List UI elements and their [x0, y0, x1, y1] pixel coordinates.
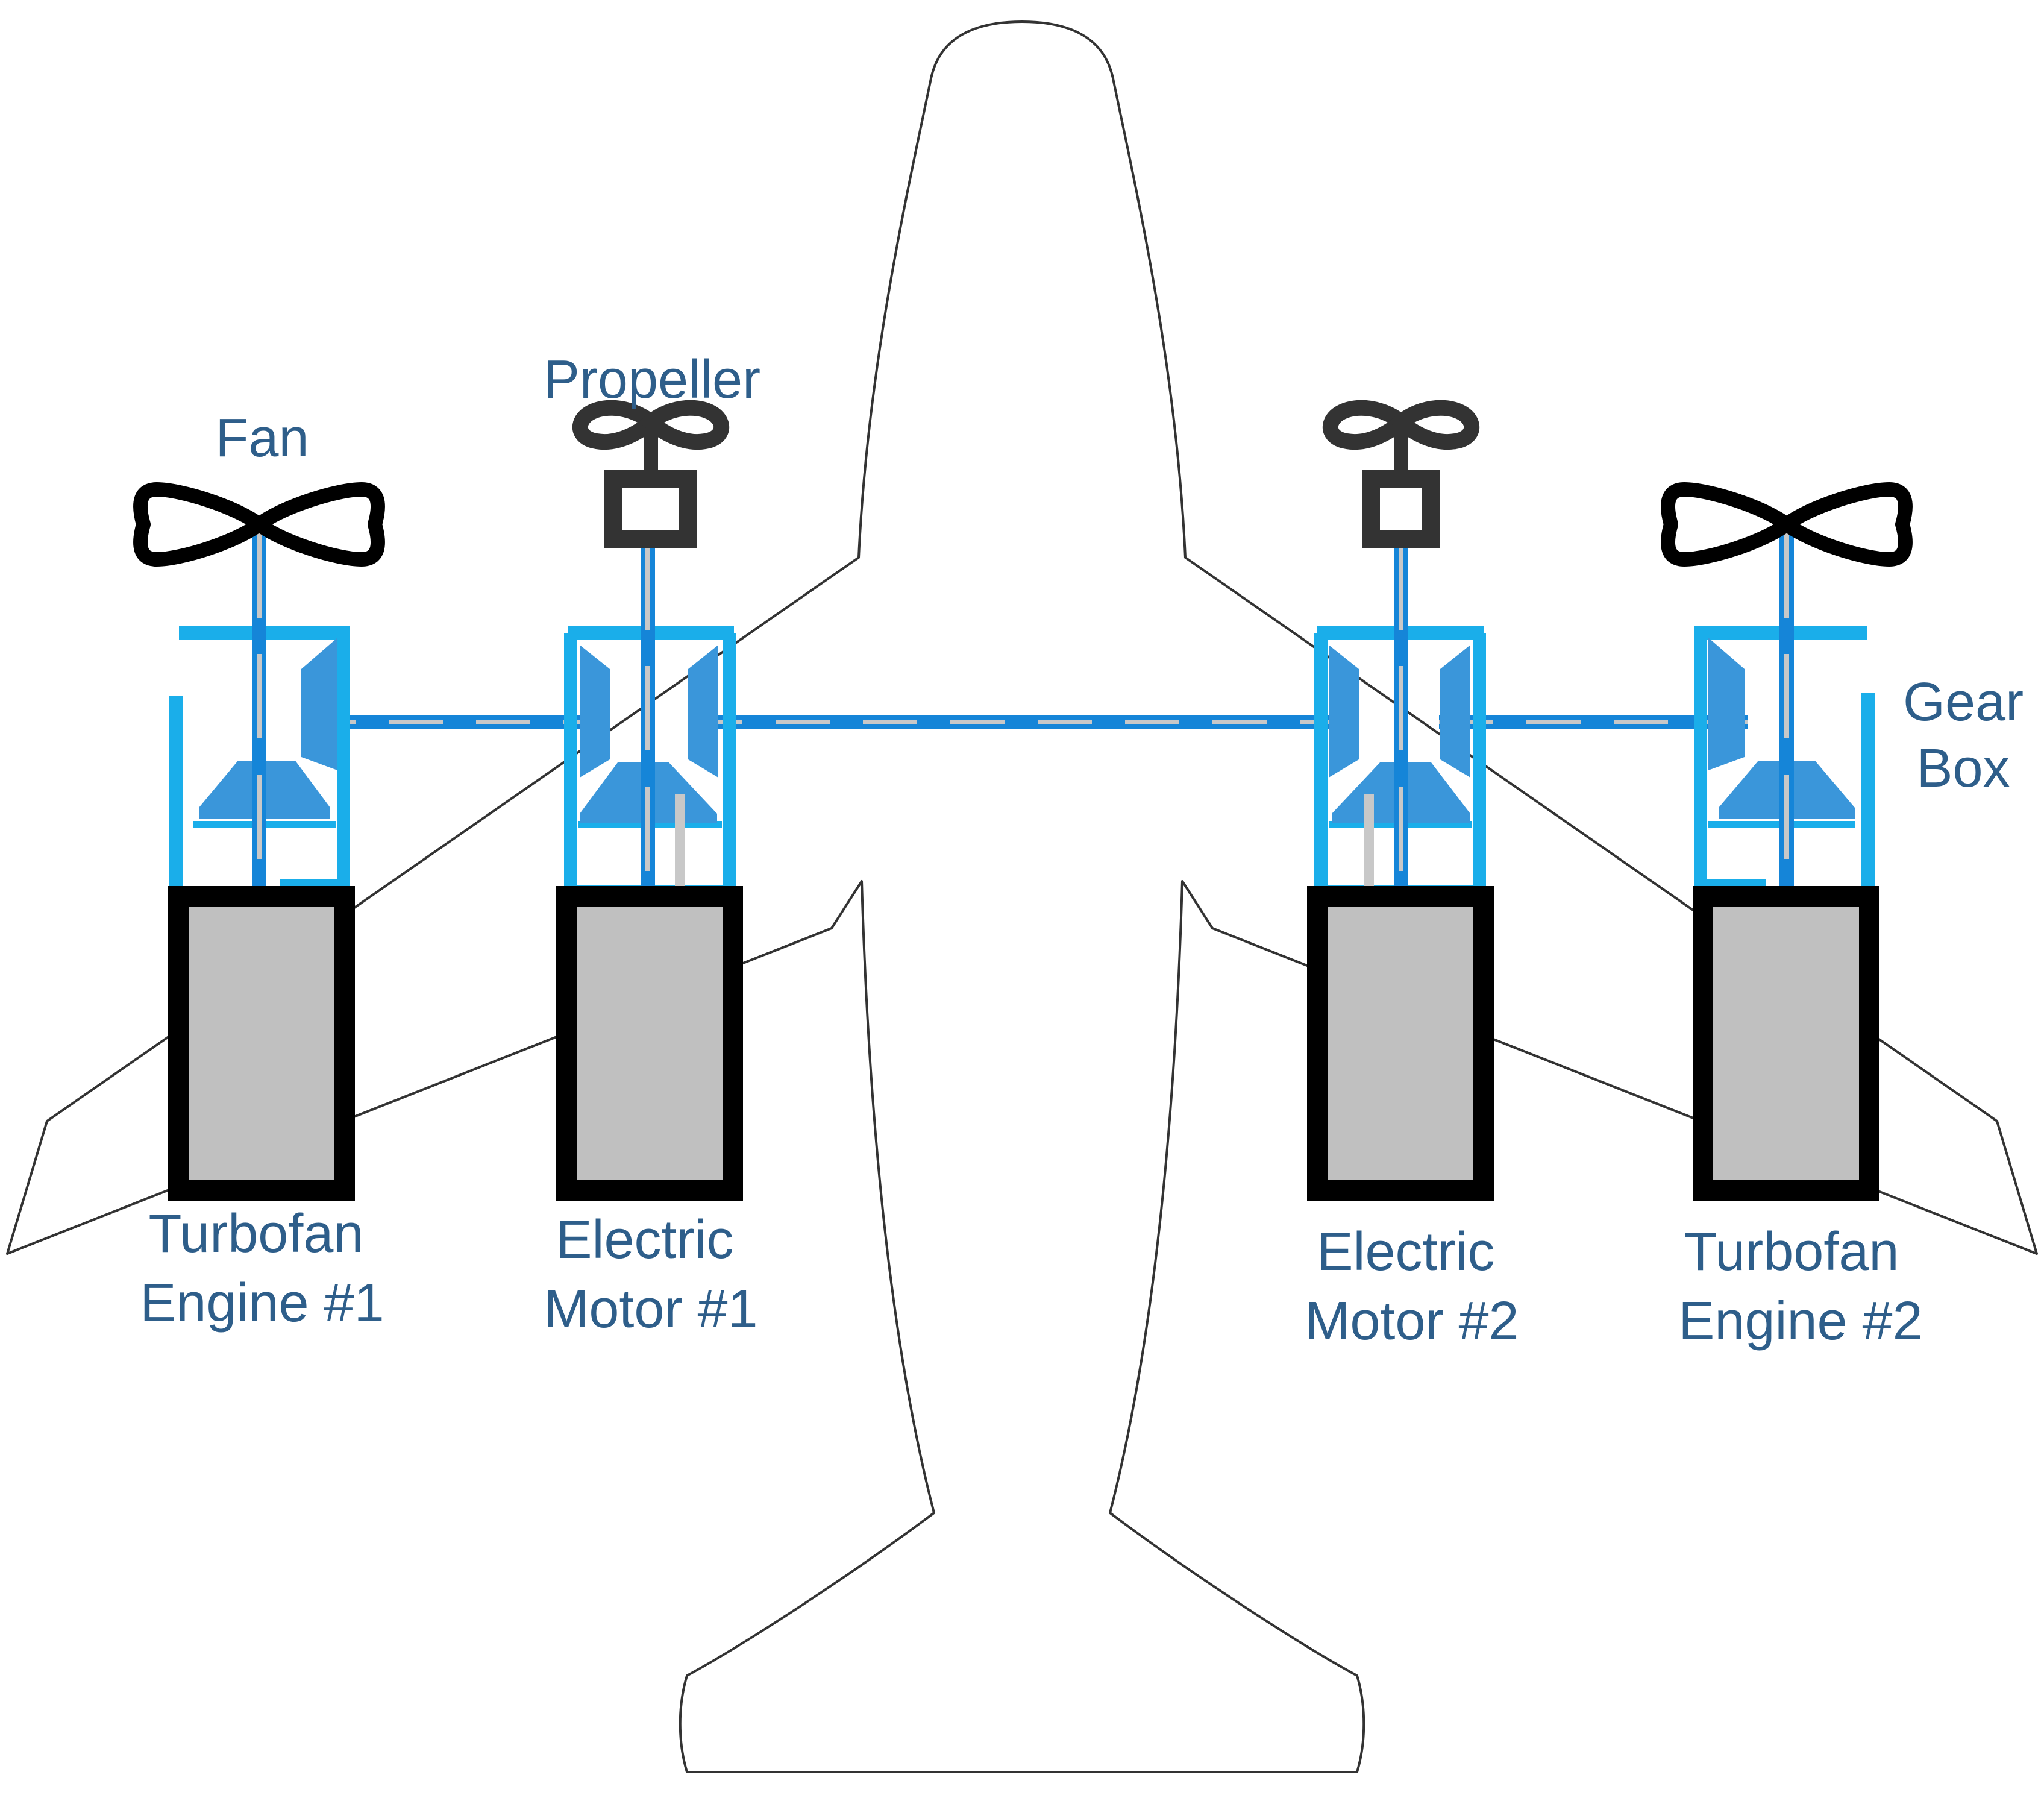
bevel-gear [580, 645, 610, 778]
gearbox-label-line2: Box [1916, 738, 2010, 799]
bevel-gear [688, 645, 718, 778]
bevel-gear [301, 638, 337, 770]
turbofan-engine-2-block [1693, 886, 1879, 1201]
motor-2-label-line2: Motor #2 [1305, 1291, 1519, 1351]
electric-motor-2-block [1307, 886, 1494, 1201]
motor-1-label-line1: Electric [556, 1210, 733, 1270]
turbofan-engine-1-block [168, 886, 355, 1201]
fan-icon [133, 482, 385, 567]
electric-motor-1-assembly [556, 400, 743, 1201]
fan-icon [1661, 482, 1913, 567]
turbofan-2-label-line1: Turbofan [1684, 1222, 1899, 1282]
motor-1-label-line2: Motor #1 [544, 1279, 757, 1339]
fan-label: Fan [215, 408, 309, 468]
propeller-icon [572, 400, 730, 548]
propeller-label: Propeller [544, 350, 760, 410]
bevel-gear [1708, 638, 1745, 770]
gearbox-label-line1: Gear [1903, 672, 2024, 732]
turbofan-2-label-line2: Engine #2 [1678, 1291, 1922, 1351]
turbofan-1-label-line2: Engine #1 [140, 1273, 384, 1333]
bevel-gear [1329, 645, 1359, 778]
turbofan-2-assembly [1661, 482, 1913, 1201]
electric-motor-1-block [556, 886, 743, 1201]
aircraft-silhouette [6, 20, 2038, 1773]
turbofan-1-label-line1: Turbofan [149, 1204, 364, 1264]
turbofan-1-assembly [133, 482, 385, 1201]
propeller-icon [1322, 400, 1480, 548]
bevel-gear [1440, 645, 1470, 778]
motor-2-label-line1: Electric [1317, 1222, 1494, 1282]
electric-motor-2-assembly [1307, 400, 1494, 1201]
